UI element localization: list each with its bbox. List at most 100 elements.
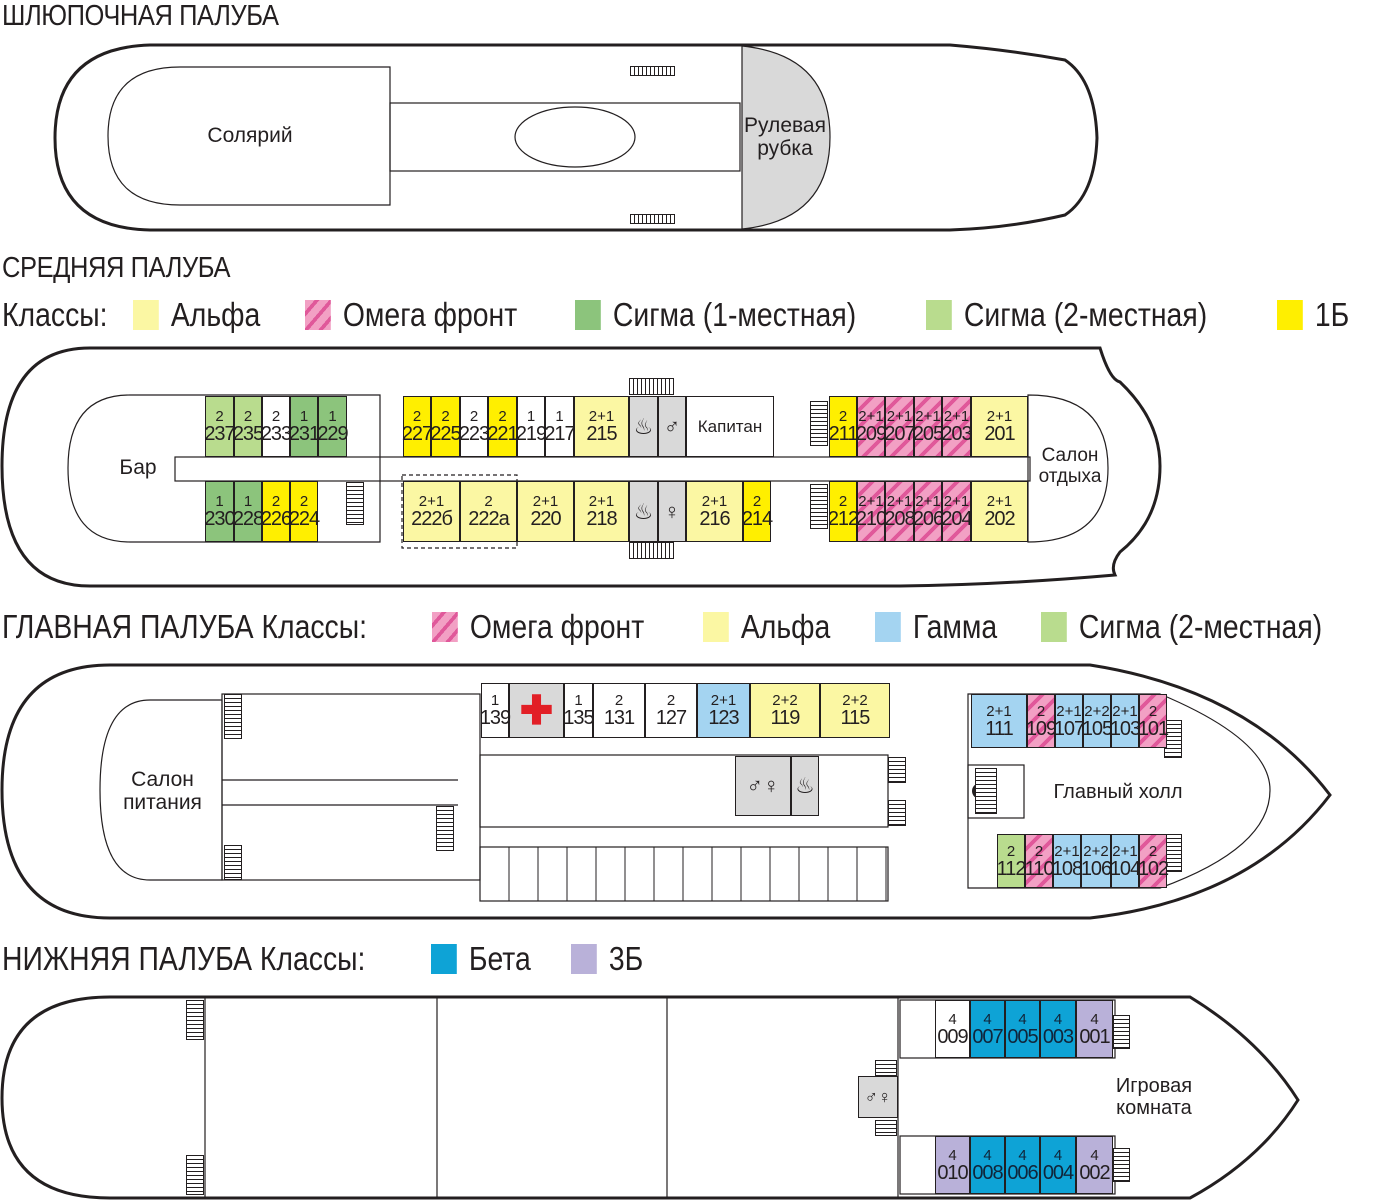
cabin-capacity: 2+1 — [858, 493, 884, 510]
cabin-number: 216 — [699, 508, 730, 530]
cabin-number: 215 — [586, 423, 617, 445]
legend-item: Сигма (2-местная) — [926, 296, 1208, 334]
cabin-number: 005 — [1007, 1025, 1038, 1048]
stairs — [224, 845, 242, 880]
cabin-number: 001 — [1079, 1025, 1110, 1048]
cabin-capacity: 4 — [1090, 1146, 1099, 1164]
legend-label: Бета — [468, 940, 531, 977]
cabin-capacity: 2+1 — [915, 408, 941, 425]
stairs — [1113, 1015, 1130, 1049]
cabin-capacity: 1 — [574, 692, 583, 709]
cabin-capacity: 2+1 — [1054, 842, 1080, 860]
bar-label: Бар — [119, 456, 157, 479]
cabin-number: 007 — [972, 1025, 1003, 1048]
cabin-capacity: 1 — [243, 493, 253, 510]
cabin-number: 217 — [544, 423, 575, 445]
stairs — [436, 806, 454, 851]
cabin-capacity: 2 — [838, 408, 848, 425]
shower-icon: ♨ — [791, 756, 819, 816]
stairs — [629, 378, 674, 395]
stairs — [888, 757, 906, 783]
cabin-number: 224 — [288, 508, 320, 530]
legend-item: Сигма (1-местная) — [575, 296, 857, 334]
legend-item: Омега фронт — [432, 608, 645, 646]
cabin-number: 233 — [260, 423, 292, 445]
legend-label: Сигма (2-местная) — [1079, 608, 1323, 645]
cabin-capacity: 2 — [412, 408, 422, 425]
cabin-number: 228 — [232, 508, 264, 530]
cabin-number: 205 — [912, 423, 944, 445]
main-deck-title: ГЛАВНАЯ ПАЛУБА Классы: — [2, 608, 368, 645]
cabin-capacity: 2+1 — [588, 493, 615, 510]
stairs — [875, 1120, 897, 1136]
cabin-number: 102 — [1137, 857, 1169, 880]
cabin-number: 123 — [708, 707, 739, 729]
middle-deck-title: СРЕДНЯЯ ПАЛУБА — [2, 252, 231, 284]
